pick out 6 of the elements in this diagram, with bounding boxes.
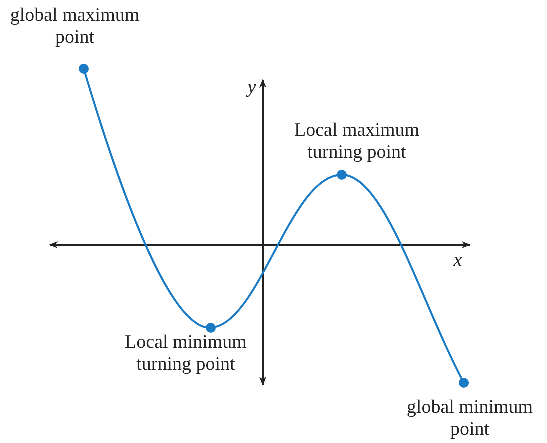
point-label: global maximum point xyxy=(9,5,141,49)
axis-label: x xyxy=(452,250,464,272)
point-label: global minimum point xyxy=(406,397,534,441)
point-label: Local minimum turning point xyxy=(124,332,248,376)
axis-label: y xyxy=(245,77,258,99)
point-label: Local maximum turning point xyxy=(293,120,421,164)
